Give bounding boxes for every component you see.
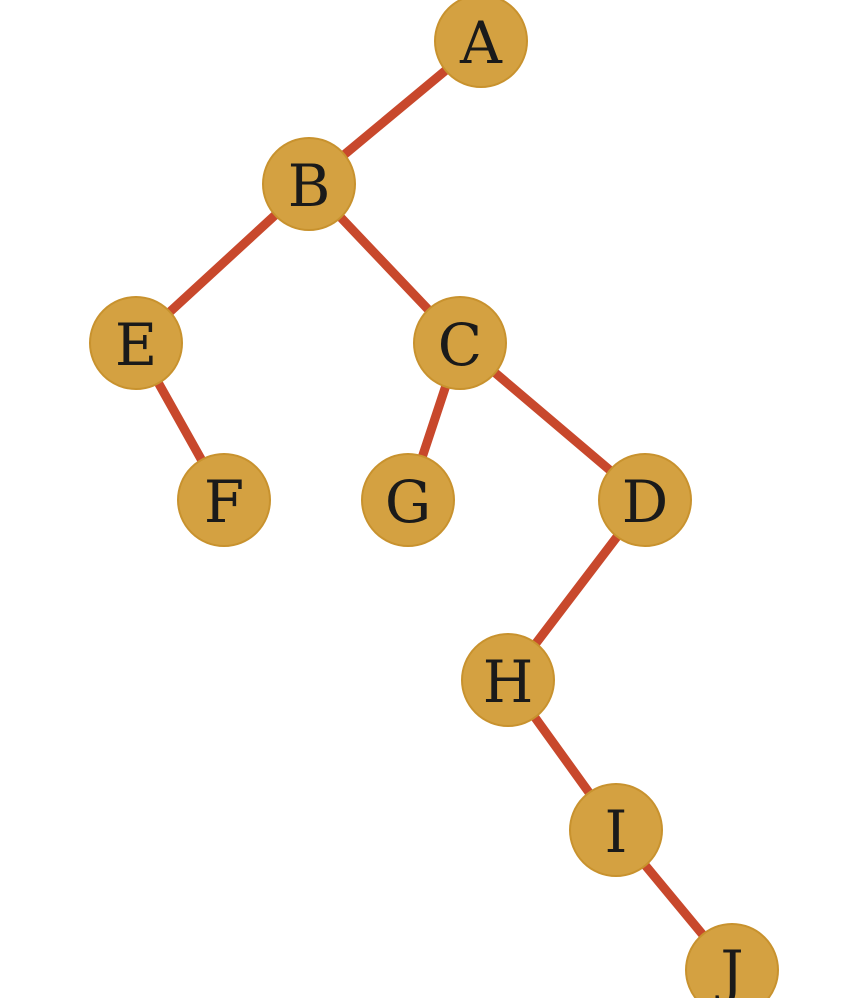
node-f: F [177,453,271,547]
node-c: C [413,296,507,390]
node-circle [685,923,779,998]
node-h: H [461,633,555,727]
node-label: G [385,468,431,536]
node-circle [598,453,692,547]
node-a: A [434,0,528,88]
node-g: G [361,453,455,547]
node-label: H [483,648,534,716]
node-circle [569,783,663,877]
node-circle [262,137,356,231]
node-e: E [89,296,183,390]
node-circle [413,296,507,390]
node-circle [434,0,528,88]
node-label: I [605,798,628,866]
node-label: C [438,311,482,379]
node-label: E [115,311,157,379]
node-circle [177,453,271,547]
node-circle [461,633,555,727]
node-label: F [204,468,244,536]
node-d: D [598,453,692,547]
node-label: A [459,9,503,77]
node-label: J [715,938,743,998]
node-circle [89,296,183,390]
node-i: I [569,783,663,877]
node-label: D [622,468,669,536]
node-label: B [288,152,331,220]
node-b: B [262,137,356,231]
nodes-layer: A B E C F G D H I J [89,0,779,998]
node-j: J [685,923,779,998]
node-circle [361,453,455,547]
